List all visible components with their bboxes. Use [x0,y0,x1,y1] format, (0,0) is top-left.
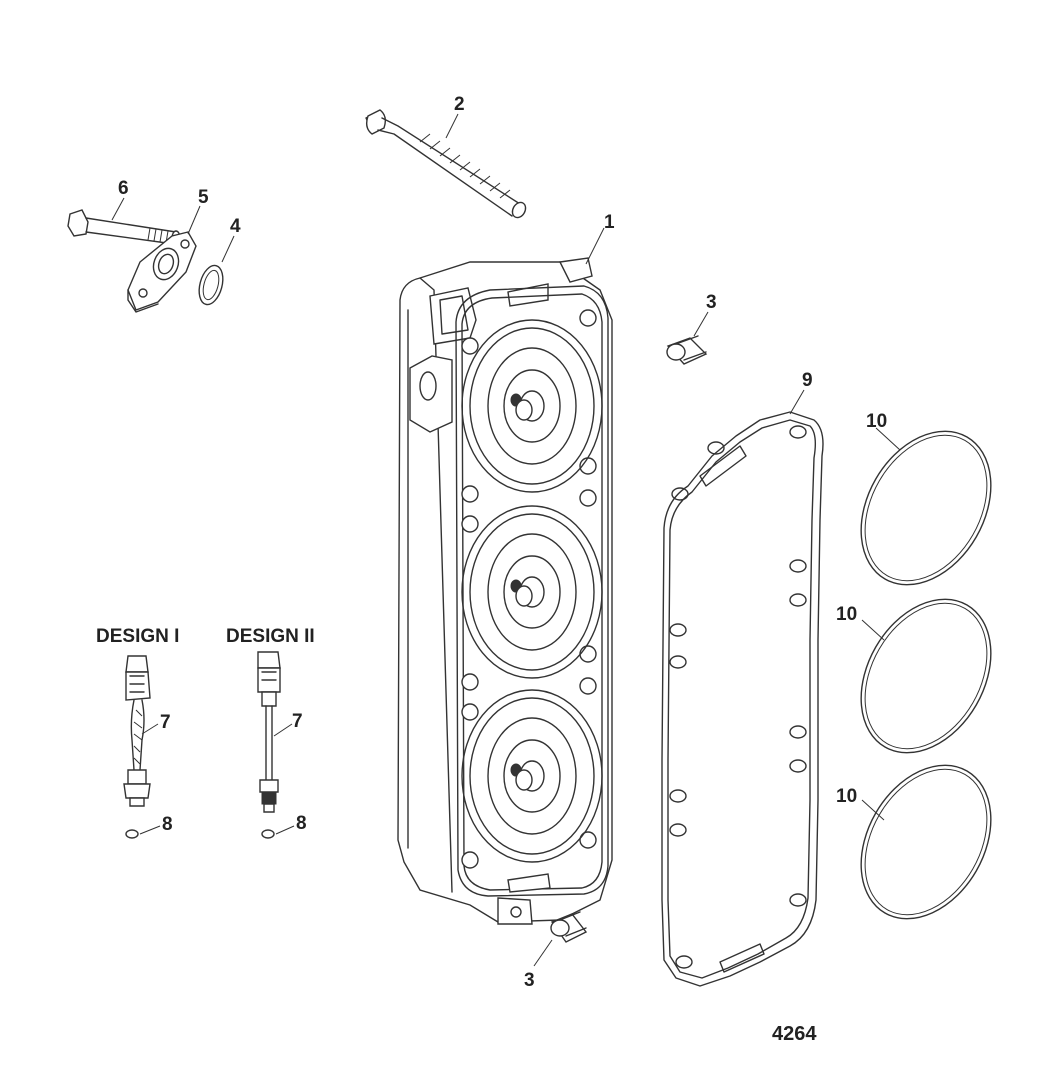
callout-10-middle: 10 [836,604,857,625]
callout-10-bottom: 10 [836,786,857,807]
callout-2: 2 [454,94,465,115]
callout-6: 6 [118,178,129,199]
callout-8-design-1: 8 [162,814,173,835]
callout-3-top: 3 [706,292,717,313]
callout-8-design-2: 8 [296,813,307,834]
part-2-long-bolt [365,109,527,219]
part-9-gasket [661,411,824,987]
callout-numbers: 1 2 3 3 4 5 6 7 7 8 8 9 10 10 10 [118,94,887,991]
part-8-washer-design-1 [125,829,139,839]
port-top [461,319,603,493]
callout-7-design-1: 7 [160,712,171,733]
part-3-dowel-bottom [550,911,588,943]
callout-5: 5 [198,187,209,208]
part-7-sensor-design-2 [257,651,281,813]
port-middle [461,505,603,679]
part-10-oring-middle [860,598,992,754]
part-4-gasket [198,264,224,306]
design-1-heading: DESIGN I [96,626,179,647]
part-5-flange [127,231,197,313]
design-2-heading: DESIGN II [226,626,315,647]
callout-9: 9 [802,370,813,391]
part-3-dowel-top [666,335,708,365]
leader-lines [111,113,901,967]
part-1-cover [397,257,613,925]
callout-10-top: 10 [866,411,887,432]
port-bottom [461,689,603,863]
part-7-sensor-design-1 [123,655,151,807]
callout-4: 4 [230,216,241,237]
part-8-washer-design-2 [261,829,275,839]
figure-number: 4264 [772,1023,817,1045]
part-6-short-bolt [67,209,181,246]
part-10-oring-bottom [860,764,992,920]
callout-3-bottom: 3 [524,970,535,991]
callout-1: 1 [604,212,615,233]
part-10-oring-top [860,430,992,586]
callout-7-design-2: 7 [292,711,303,732]
